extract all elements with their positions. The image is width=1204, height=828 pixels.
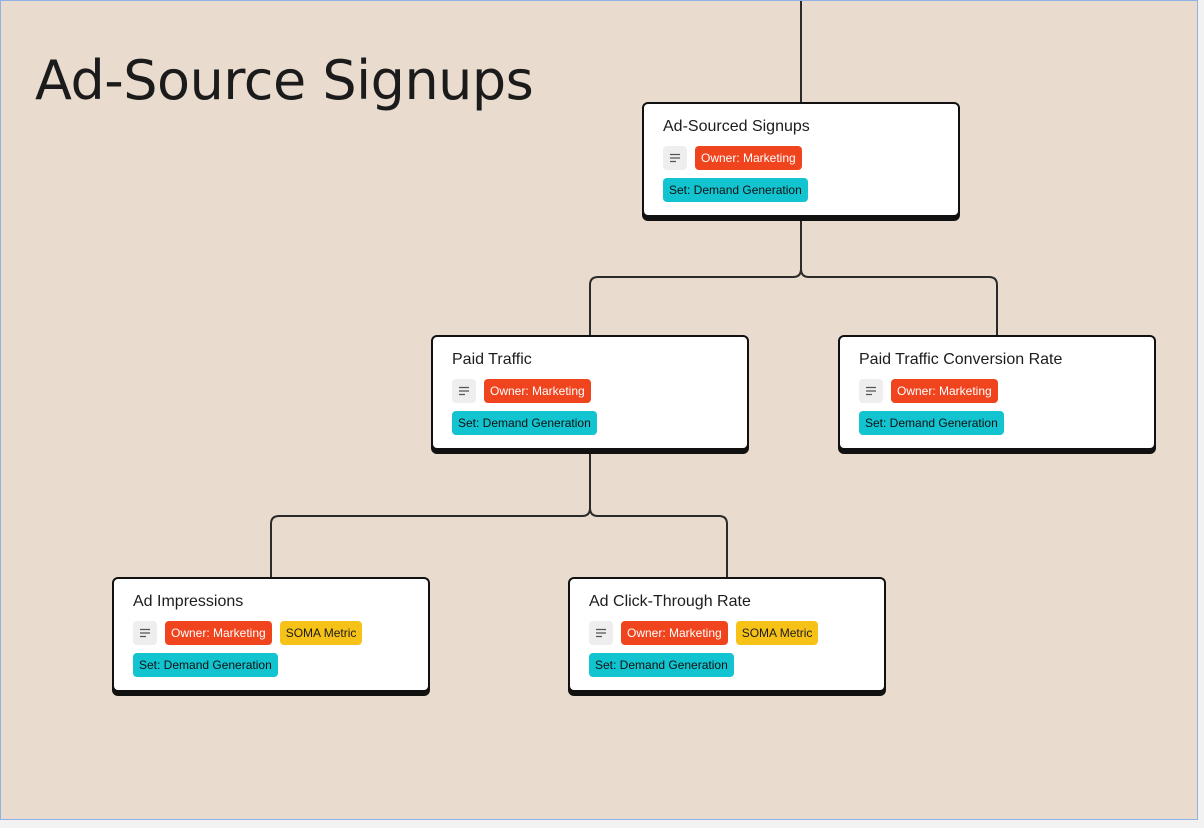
- description-lines-icon[interactable]: [589, 621, 613, 645]
- metric-card-paid-traffic[interactable]: Paid Traffic Owner: Marketing Set: Deman…: [431, 335, 749, 450]
- connector-paid-traffic-to-ctr: [589, 507, 728, 579]
- owner-tag[interactable]: Owner: Marketing: [484, 379, 591, 403]
- owner-tag[interactable]: Owner: Marketing: [165, 621, 272, 645]
- metric-title: Ad Impressions: [133, 593, 244, 610]
- connector-paid-traffic-to-impressions: [270, 452, 591, 579]
- owner-tag[interactable]: Owner: Marketing: [891, 379, 998, 403]
- set-tag[interactable]: Set: Demand Generation: [859, 411, 1004, 435]
- set-tag[interactable]: Set: Demand Generation: [589, 653, 734, 677]
- soma-metric-tag[interactable]: SOMA Metric: [279, 621, 363, 645]
- description-lines-icon[interactable]: [452, 379, 476, 403]
- metric-title: Paid Traffic Conversion Rate: [859, 351, 1063, 368]
- connector-root-to-conversion-rate: [800, 268, 998, 337]
- soma-metric-tag[interactable]: SOMA Metric: [735, 621, 819, 645]
- metric-title: Ad Click-Through Rate: [589, 593, 751, 610]
- metric-title: Paid Traffic: [452, 351, 532, 368]
- metric-card-ad-click-through-rate[interactable]: Ad Click-Through Rate Owner: Marketing S…: [568, 577, 886, 692]
- owner-tag[interactable]: Owner: Marketing: [695, 146, 802, 170]
- metric-card-ad-sourced-signups[interactable]: Ad-Sourced Signups Owner: Marketing Set:…: [642, 102, 960, 217]
- description-lines-icon[interactable]: [663, 146, 687, 170]
- description-lines-icon[interactable]: [859, 379, 883, 403]
- set-tag[interactable]: Set: Demand Generation: [133, 653, 278, 677]
- metric-title: Ad-Sourced Signups: [663, 118, 810, 135]
- description-lines-icon[interactable]: [133, 621, 157, 645]
- set-tag[interactable]: Set: Demand Generation: [452, 411, 597, 435]
- owner-tag[interactable]: Owner: Marketing: [621, 621, 728, 645]
- connector-root-to-paid-traffic: [589, 219, 802, 337]
- board-title: Ad-Source Signups: [35, 49, 534, 112]
- set-tag[interactable]: Set: Demand Generation: [663, 178, 808, 202]
- metric-card-paid-traffic-conversion-rate[interactable]: Paid Traffic Conversion Rate Owner: Mark…: [838, 335, 1156, 450]
- metric-card-ad-impressions[interactable]: Ad Impressions Owner: Marketing SOMA Met…: [112, 577, 430, 692]
